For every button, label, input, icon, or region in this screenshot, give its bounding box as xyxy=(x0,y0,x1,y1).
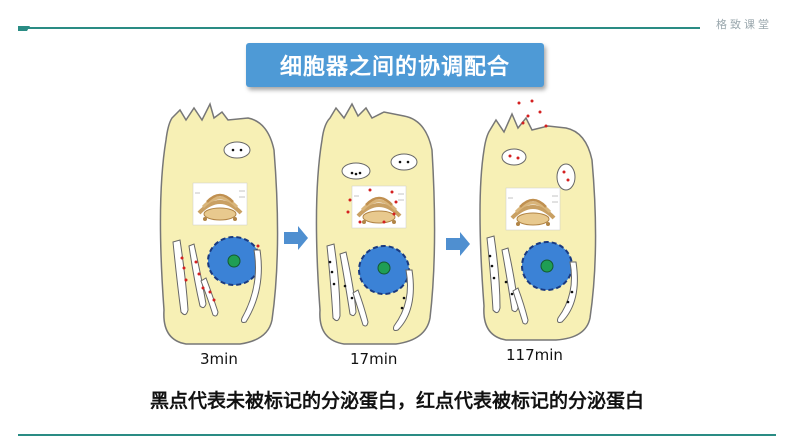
time-label-117min: 117min xyxy=(506,346,563,364)
nucleolus xyxy=(227,254,241,268)
golgi-apparatus xyxy=(504,186,562,232)
top-accent-line xyxy=(18,26,700,31)
unlabeled-protein-dots xyxy=(328,260,406,310)
er-tubule xyxy=(557,261,578,323)
secreted-protein-dots xyxy=(517,99,548,128)
er-tubule xyxy=(352,289,369,327)
cell-17min xyxy=(315,102,436,345)
arrow-icon xyxy=(284,226,308,250)
labeled-protein-dots xyxy=(180,244,260,302)
vesicle xyxy=(556,163,576,191)
er-tubule xyxy=(339,251,357,317)
golgi-apparatus xyxy=(191,181,249,227)
er-tubule xyxy=(172,239,189,316)
vesicle xyxy=(501,148,527,166)
time-label-17min: 17min xyxy=(350,350,398,368)
unlabeled-protein-dots xyxy=(488,254,574,304)
cell-117min xyxy=(479,99,597,341)
er-tubule xyxy=(393,269,414,331)
er-tubule xyxy=(188,243,207,309)
labeled-protein-dots xyxy=(346,188,398,224)
bottom-accent-line xyxy=(18,434,776,436)
time-label-3min: 3min xyxy=(200,350,238,368)
vesicle xyxy=(341,162,371,180)
er-tubule xyxy=(200,277,219,317)
nucleolus xyxy=(540,259,554,273)
page-title: 细胞器之间的协调配合 xyxy=(246,43,544,87)
caption-text: 黑点代表未被标记的分泌蛋白，红点代表被标记的分泌蛋白 xyxy=(149,390,644,412)
nucleolus xyxy=(377,261,391,275)
vesicle xyxy=(390,153,418,171)
cell-3min xyxy=(159,101,279,345)
brand-text: 格致课堂 xyxy=(716,18,772,31)
er-tubule xyxy=(512,287,529,325)
er-tubule xyxy=(241,249,262,323)
arrow-icon xyxy=(446,232,470,256)
vesicle xyxy=(223,141,251,159)
